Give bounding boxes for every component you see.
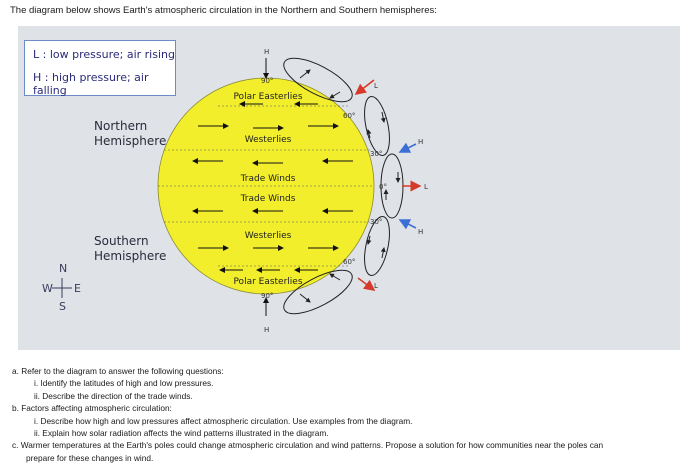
lat-60s: 60°: [343, 258, 355, 266]
lat-90s: 90°: [261, 292, 273, 300]
northern-hemisphere-label: Northern Hemisphere: [94, 119, 167, 148]
question-b-ii: ii. Explain how solar radiation affects …: [34, 428, 329, 439]
lat-0: 0°: [379, 183, 387, 191]
label-polar-easterlies-north: Polar Easterlies: [233, 92, 302, 102]
compass-s: S: [59, 300, 66, 313]
label-westerlies-north: Westerlies: [245, 135, 292, 145]
legend-low: L : low pressure; air rising: [33, 48, 175, 61]
label-polar-easterlies-south: Polar Easterlies: [233, 277, 302, 287]
lat-90n: 90°: [261, 77, 273, 85]
low-arrow-60n: [354, 79, 375, 95]
pressure-eq: L: [424, 183, 428, 191]
prompt-text: The diagram below shows Earth's atmosphe…: [10, 5, 437, 16]
low-arrow-60s: [357, 277, 376, 291]
question-a: a. Refer to the diagram to answer the fo…: [12, 366, 224, 376]
cell-flow-arrows: [299, 69, 401, 303]
questions-block: a. Refer to the diagram to answer the fo…: [12, 365, 692, 464]
label-trade-winds-north: Trade Winds: [240, 174, 296, 184]
legend-high: H : high pressure; air falling: [33, 71, 149, 97]
question-b-i: i. Describe how high and low pressures a…: [34, 415, 413, 426]
wind-arrows: [192, 101, 353, 273]
lat-30s: 30°: [370, 218, 382, 226]
pressure-60s: L: [374, 282, 378, 290]
label-trade-winds-south: Trade Winds: [240, 194, 296, 204]
question-b: b. Factors affecting atmospheric circula…: [12, 403, 172, 414]
lat-30n: 30°: [370, 150, 382, 158]
circulation-cells: [283, 57, 404, 315]
high-arrow-30s: [398, 219, 417, 230]
label-westerlies-south: Westerlies: [245, 231, 292, 241]
pressure-30s: H: [418, 228, 423, 236]
compass-w: W: [42, 282, 53, 295]
circulation-diagram: Polar Easterlies Westerlies Trade Winds …: [18, 26, 680, 350]
legend-box: L : low pressure; air rising H : high pr…: [24, 40, 176, 97]
pressure-60n: L: [374, 82, 378, 90]
high-arrow-30n: [398, 142, 417, 153]
question-c-continued: prepare for these changes in wind.: [26, 452, 154, 463]
question-a-ii: ii. Describe the direction of the trade …: [34, 390, 193, 401]
pressure-30n: H: [418, 138, 423, 146]
lat-60n: 60°: [343, 112, 355, 120]
compass-e: E: [74, 282, 81, 295]
question-a-i: i. Identify the latitudes of high and lo…: [34, 378, 214, 389]
pressure-90n: H: [264, 48, 269, 56]
compass: N W E S: [42, 262, 94, 320]
southern-hemisphere-label: Southern Hemisphere: [94, 234, 167, 263]
compass-cross: [52, 278, 72, 298]
question-c: c. Warmer temperatures at the Earth's po…: [12, 440, 604, 451]
diagram-svg: Polar Easterlies Westerlies Trade Winds …: [52, 48, 428, 334]
compass-n: N: [59, 262, 68, 275]
pressure-90s: H: [264, 326, 269, 334]
